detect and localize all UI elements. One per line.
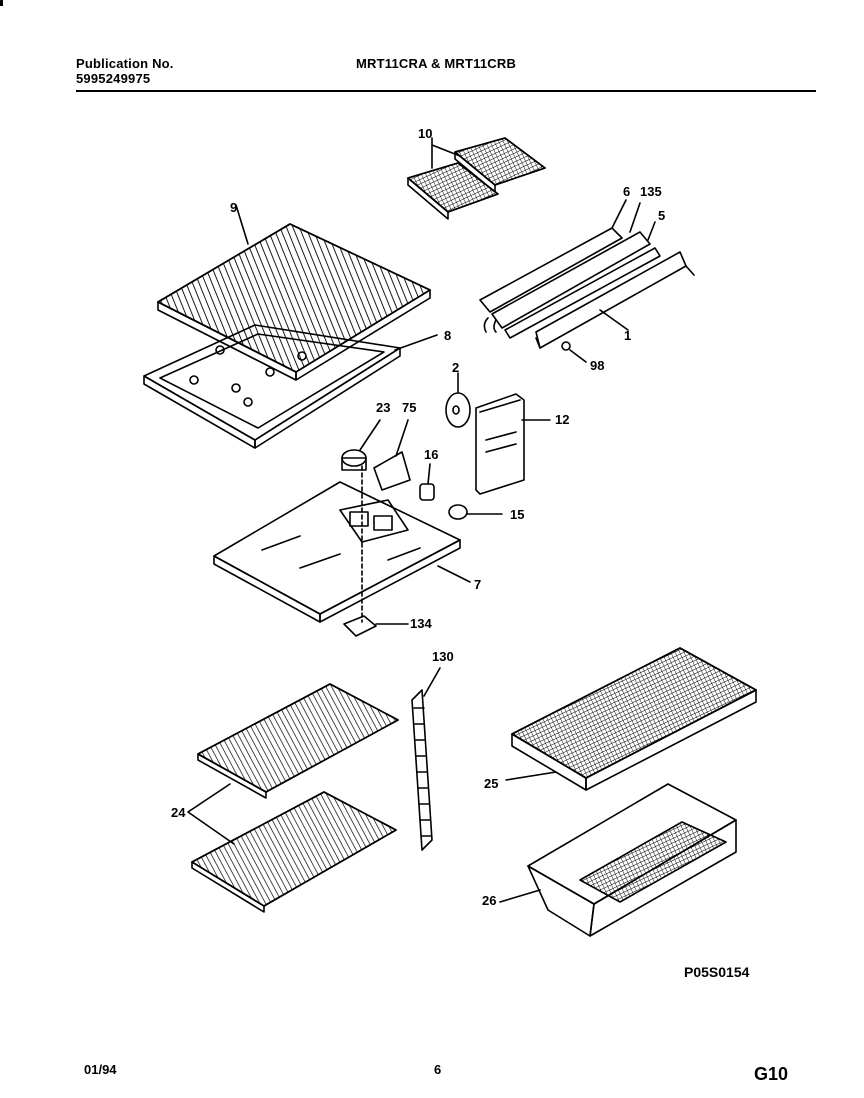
crisper-cover [505,647,757,791]
callout-130: 130 [432,649,454,664]
callout-16: 16 [424,447,439,462]
model-numbers: MRT11CRA & MRT11CRB [356,56,517,71]
control-knob [445,372,471,428]
callout-1: 1 [624,328,632,343]
callout-5: 5 [658,208,666,223]
crisper-pan [499,783,737,937]
callout-2: 2 [452,360,460,375]
footer-date: 01/94 [84,1062,117,1077]
callout-25: 25 [484,776,499,791]
light-shield [475,393,551,495]
freezer-floor [143,324,438,449]
callout-12: 12 [555,412,570,427]
publication-number: 5995249975 [76,71,151,86]
frame-mark [0,0,3,6]
callout-15: 15 [510,507,525,522]
callout-6: 6 [623,184,631,199]
callout-134: 134 [410,616,432,631]
thermostat-bracket [373,419,411,491]
callout-98: 98 [590,358,605,373]
header-rule [76,90,816,92]
callout-7: 7 [474,577,482,592]
control-panel-ceiling [213,481,471,623]
wire-shelf-lower [191,791,397,913]
shelf-support-rack [411,667,441,851]
callout-8: 8 [444,328,452,343]
callout-24: 24 [171,805,186,820]
wire-shelf-upper [197,683,399,799]
light-socket [419,463,435,501]
freezer-shelf [157,204,431,381]
publication-label: Publication No. [76,56,174,71]
diagram-code: P05S0154 [684,964,750,980]
callout-10: 10 [418,126,433,141]
callout-9: 9 [230,200,238,215]
footer-section: G10 [754,1064,789,1084]
callout-23: 23 [376,400,391,415]
light-bulb [448,504,503,520]
thermostat-capillary-holder [343,465,409,637]
callout-75: 75 [402,400,417,415]
thermostat [341,419,381,471]
callout-135: 135 [640,184,662,199]
evaporator-rails [479,199,695,363]
callout-26: 26 [482,893,497,908]
footer-page: 6 [434,1062,442,1077]
ice-cube-trays [407,137,546,220]
